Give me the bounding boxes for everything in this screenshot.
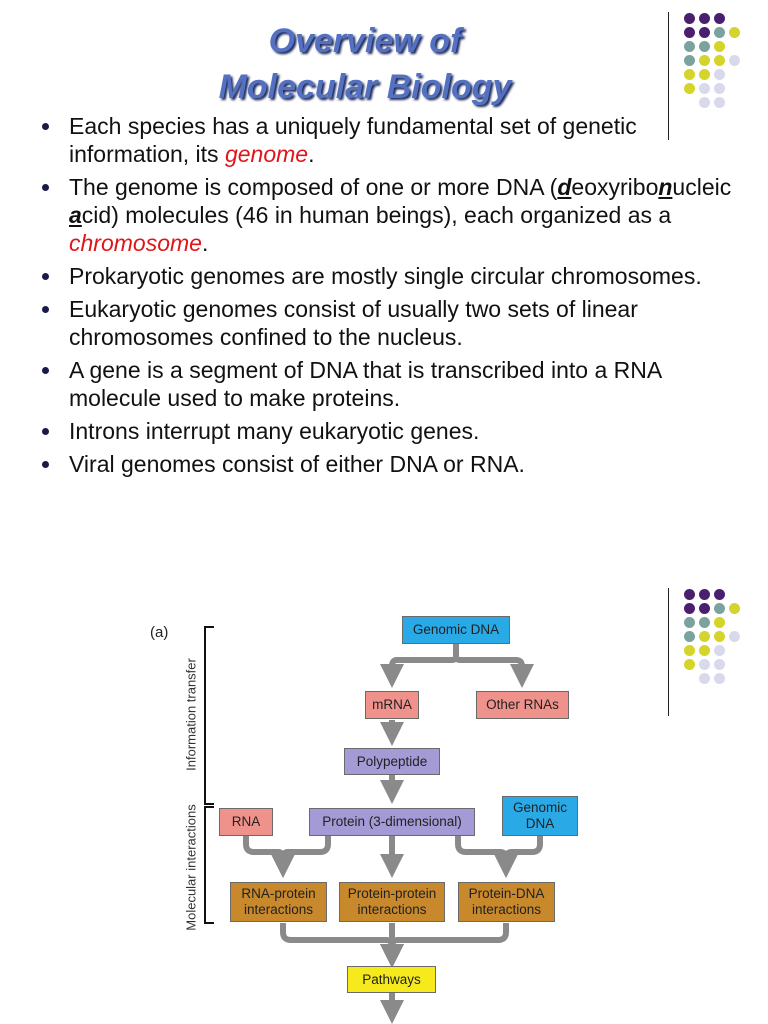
node-label: mRNA (372, 697, 412, 712)
arrow-genomic-to-protein-dna (494, 836, 543, 878)
node-protein-protein-interactions: Protein-protein interactions (339, 882, 445, 922)
acronym-letter: a (69, 202, 82, 228)
bullet-text: ucleic (672, 174, 732, 200)
arrow-rna-protein-to-pathways (280, 923, 404, 968)
bullet-text: . (201, 230, 209, 256)
node-protein-dna-interactions: Protein-DNA interactions (458, 882, 555, 922)
bullet-text: eoxyribo (571, 174, 659, 200)
arrow-rna-to-rna-protein (243, 836, 295, 878)
acronym-letter: d (557, 174, 572, 200)
node-label: RNA (231, 814, 261, 829)
node-label: Pathways (362, 971, 421, 987)
decorative-divider-line (668, 12, 669, 140)
title-line-1: Overview of (268, 22, 462, 60)
bracket-molecular-interactions (204, 806, 214, 924)
node-polypeptide: Polypeptide (344, 748, 440, 775)
node-label: Protein-DNA (468, 886, 545, 901)
slide-title: Overview of Molecular Biology (80, 18, 650, 110)
emphasis-term: chromosome (69, 230, 202, 256)
bullet-item: Prokaryotic genomes are mostly single ci… (40, 262, 740, 290)
arrow-protein-dna-to-pathways (380, 923, 509, 968)
node-label: Genomic DNA (412, 622, 500, 637)
node-pathways: Pathways (347, 966, 436, 993)
node-label: Protein (3-dimensional) (322, 814, 462, 829)
acronym-letter: n (658, 174, 673, 200)
arrow-genomic-to-other-rnas (453, 644, 534, 688)
bullet-item: Eukaryotic genomes consist of usually tw… (40, 295, 740, 351)
bullet-text: Each species has a uniquely fundamental … (69, 113, 637, 167)
node-rna: RNA (219, 808, 273, 836)
node-label: interactions (471, 902, 542, 917)
side-label-information-transfer: Information transfer (183, 658, 199, 771)
slide-diagram: (a) Information transfer Molecular inter… (0, 560, 768, 1024)
node-other-rnas: Other RNAs (476, 691, 569, 719)
node-label: DNA (525, 816, 555, 831)
panel-label: (a) (150, 624, 169, 641)
bullet-text: . (308, 141, 315, 167)
node-rna-protein-interactions: RNA-protein interactions (230, 882, 327, 922)
bullet-item: Introns interrupt many eukaryotic genes. (40, 417, 740, 445)
emphasis-term: genome (224, 141, 309, 167)
node-mrna: mRNA (365, 691, 419, 719)
bullet-item: The genome is composed of one or more DN… (40, 173, 740, 257)
node-protein-3d: Protein (3-dimensional) (309, 808, 475, 836)
arrow-protein-to-protein-dna (455, 836, 518, 878)
arrow-protein-to-rna-protein (271, 836, 331, 878)
node-genomic-dna: Genomic DNA (402, 616, 510, 644)
slide-overview: Overview of Molecular Biology Each speci… (40, 12, 740, 483)
node-label: Other RNAs (486, 697, 559, 712)
bullet-item: Viral genomes consist of either DNA or R… (40, 450, 740, 478)
bullet-item: A gene is a segment of DNA that is trans… (40, 356, 740, 412)
bullet-text: The genome is composed of one or more DN… (69, 174, 558, 200)
flow-arrows (204, 626, 543, 1024)
node-genomic-dna-right: Genomic DNA (502, 796, 578, 836)
node-label: Protein-protein (347, 886, 437, 901)
side-label-molecular-interactions: Molecular interactions (183, 804, 199, 931)
node-label: Polypeptide (356, 753, 428, 769)
title-line-2: Molecular Biology (218, 68, 512, 106)
bullet-list: Each species has a uniquely fundamental … (40, 112, 740, 483)
node-label: RNA-protein (241, 886, 316, 901)
bracket-information-transfer (204, 626, 214, 805)
arrow-genomic-to-mrna (380, 644, 459, 688)
bullet-text: cid) molecules (46 in human beings), eac… (81, 202, 672, 228)
bullet-item: Each species has a uniquely fundamental … (40, 112, 740, 168)
node-label: interactions (243, 902, 314, 917)
node-label: interactions (357, 902, 427, 917)
node-label: Genomic (512, 800, 568, 815)
decorative-divider-line (668, 588, 669, 716)
